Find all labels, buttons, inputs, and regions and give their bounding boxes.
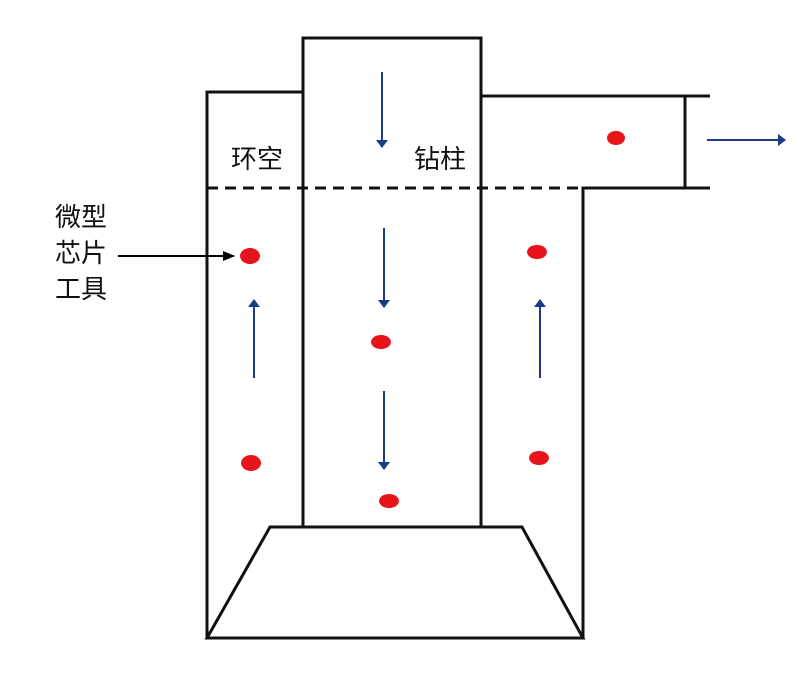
wellbore-outline bbox=[205, 90, 710, 638]
chip-dot bbox=[241, 455, 261, 471]
drill-string bbox=[301, 36, 483, 527]
annulus-left-wall bbox=[205, 90, 303, 638]
chip-dot bbox=[371, 335, 391, 349]
micro-chip-tool-label-line1: 微型 bbox=[55, 203, 107, 233]
micro-chip-tool-label-line2: 芯片 bbox=[55, 239, 107, 269]
annulus-label: 环空 bbox=[231, 145, 283, 175]
drill-bit bbox=[204, 525, 586, 640]
annulus-right-wall bbox=[581, 186, 710, 638]
chip-dot bbox=[240, 248, 260, 264]
chip-dot bbox=[529, 451, 549, 465]
chip-dot bbox=[527, 245, 547, 259]
chip-dot bbox=[379, 494, 399, 508]
micro-chips bbox=[240, 131, 625, 508]
flow-arrows bbox=[248, 72, 786, 470]
drill-string-body bbox=[301, 36, 483, 527]
drill-string-label: 钻柱 bbox=[414, 145, 466, 175]
chip-dot bbox=[607, 131, 625, 145]
micro-chip-tool-label-line3: 工具 bbox=[55, 275, 107, 305]
